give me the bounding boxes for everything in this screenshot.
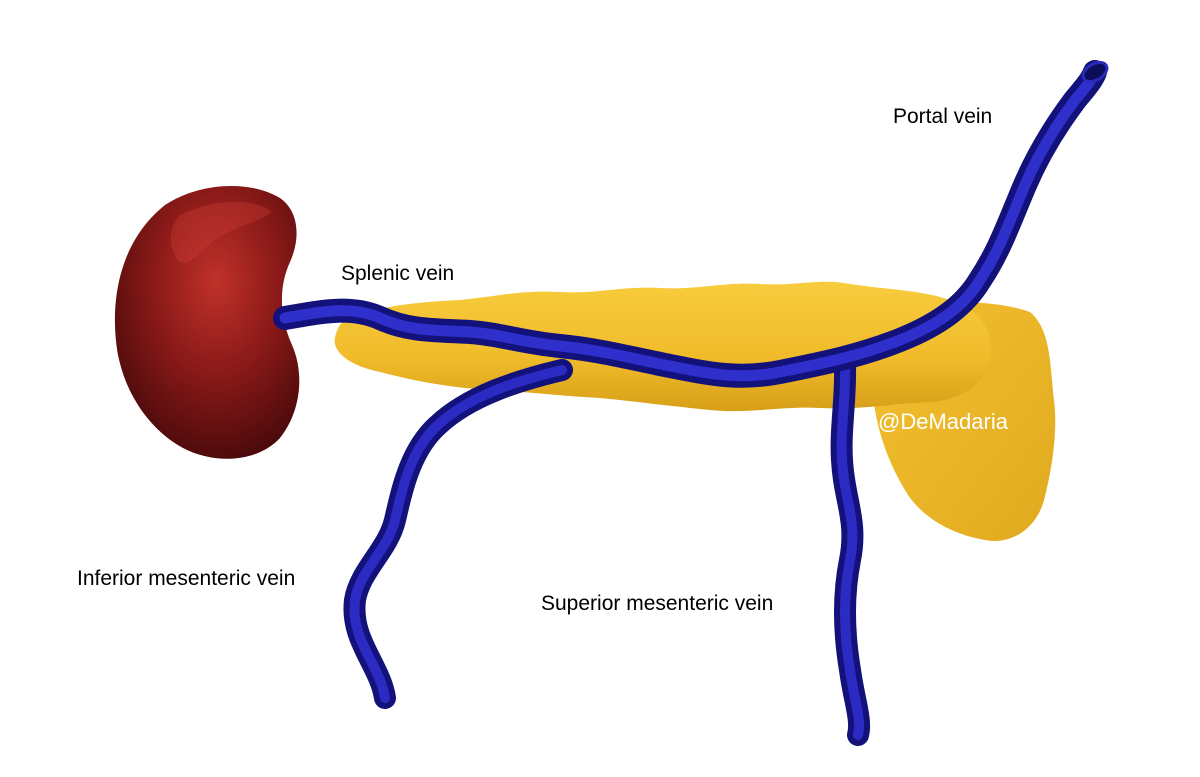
portal-vein-label: Portal vein bbox=[893, 105, 993, 128]
superior-mesenteric-vein-label: Superior mesenteric vein bbox=[541, 592, 774, 615]
splenic-vein-label: Splenic vein bbox=[341, 262, 455, 285]
inferior-mesenteric-vein-label: Inferior mesenteric vein bbox=[77, 567, 296, 590]
superior-mesenteric-vein-highlight bbox=[836, 360, 865, 740]
splenic-vein-highlight bbox=[279, 66, 1101, 382]
spleen bbox=[114, 185, 300, 459]
portal-vein-opening bbox=[1081, 61, 1109, 83]
spleen-highlight bbox=[170, 201, 272, 263]
author-watermark: @DeMadaria bbox=[878, 409, 1008, 434]
inferior-mesenteric-vein-highlight bbox=[349, 365, 567, 703]
